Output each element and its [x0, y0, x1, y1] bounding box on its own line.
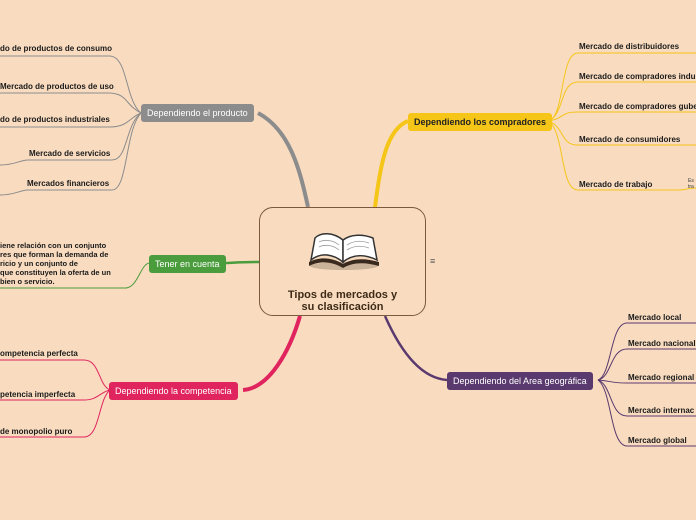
- central-topic-title: Tipos de mercados y su clasificación: [260, 289, 425, 313]
- open-book-icon: [309, 233, 379, 270]
- leaf-competencia-imperfecta[interactable]: petencia imperfecta: [0, 390, 76, 399]
- trunk-producto: [257, 111, 310, 208]
- trunk-compradores: [373, 119, 409, 208]
- trunk-geografica: [383, 315, 448, 382]
- leaf-internacional[interactable]: Mercado internac: [628, 406, 695, 415]
- central-title-line-2: su clasificación: [301, 301, 384, 313]
- leaf-productos-uso[interactable]: Mercado de productos de uso: [0, 82, 114, 91]
- leaf-consumidores[interactable]: Mercado de consumidores: [579, 135, 681, 144]
- leaf-global[interactable]: Mercado global: [628, 436, 687, 445]
- menu-icon[interactable]: ≡: [430, 256, 436, 266]
- trunk-tener: [223, 260, 260, 265]
- tener-note-line: iene relación con un conjunto: [0, 241, 107, 250]
- leaf-competencia-perfecta[interactable]: ompetencia perfecta: [0, 349, 78, 358]
- tener-note-line: que constituyen la oferta de un: [0, 268, 111, 277]
- branch-producto[interactable]: Dependiendo el producto: [141, 104, 254, 122]
- trunk-competencia: [242, 315, 302, 392]
- trabajo-note-line: Es: [688, 178, 694, 184]
- leaf-distribuidores[interactable]: Mercado de distribuidores: [579, 42, 680, 51]
- branch-competencia[interactable]: Dependiendo la competencia: [109, 382, 238, 400]
- trabajo-note: Es tra: [688, 178, 694, 190]
- leaf-servicios[interactable]: Mercado de servicios: [29, 149, 111, 158]
- leaf-nacional[interactable]: Mercado nacional: [628, 339, 696, 348]
- leaf-compradores-gubernamentales[interactable]: Mercado de compradores gube: [579, 102, 696, 111]
- central-title-line-1: Tipos de mercados y: [287, 289, 398, 301]
- tener-note-line: bien o servicio.: [0, 277, 55, 286]
- leaf-productos-consumo[interactable]: do de productos de consumo: [0, 44, 113, 53]
- leaf-productos-industriales[interactable]: do de productos industriales: [0, 115, 110, 124]
- central-topic[interactable]: Tipos de mercados y su clasificación: [259, 207, 426, 316]
- tener-note-line: res que forman la demanda de: [0, 250, 109, 259]
- leaf-trabajo[interactable]: Mercado de trabajo: [579, 180, 653, 189]
- branch-area-geografica[interactable]: Dependiendo del Area geográfica: [447, 372, 593, 390]
- tener-note: iene relación con un conjunto res que fo…: [0, 241, 111, 286]
- leaf-compradores-industriales[interactable]: Mercado de compradores indu: [579, 72, 696, 81]
- branch-tener-en-cuenta[interactable]: Tener en cuenta: [149, 255, 226, 273]
- branch-compradores[interactable]: Dependiendo los compradores: [408, 113, 553, 131]
- trabajo-note-line: tra: [688, 184, 694, 190]
- leaf-monopolio-puro[interactable]: de monopolio puro: [0, 427, 73, 436]
- leaf-regional[interactable]: Mercado regional: [628, 373, 695, 382]
- leaf-local[interactable]: Mercado local: [628, 313, 682, 322]
- tener-note-line: ricio y un conjunto de: [0, 259, 78, 268]
- leaf-financieros[interactable]: Mercados financieros: [27, 179, 110, 188]
